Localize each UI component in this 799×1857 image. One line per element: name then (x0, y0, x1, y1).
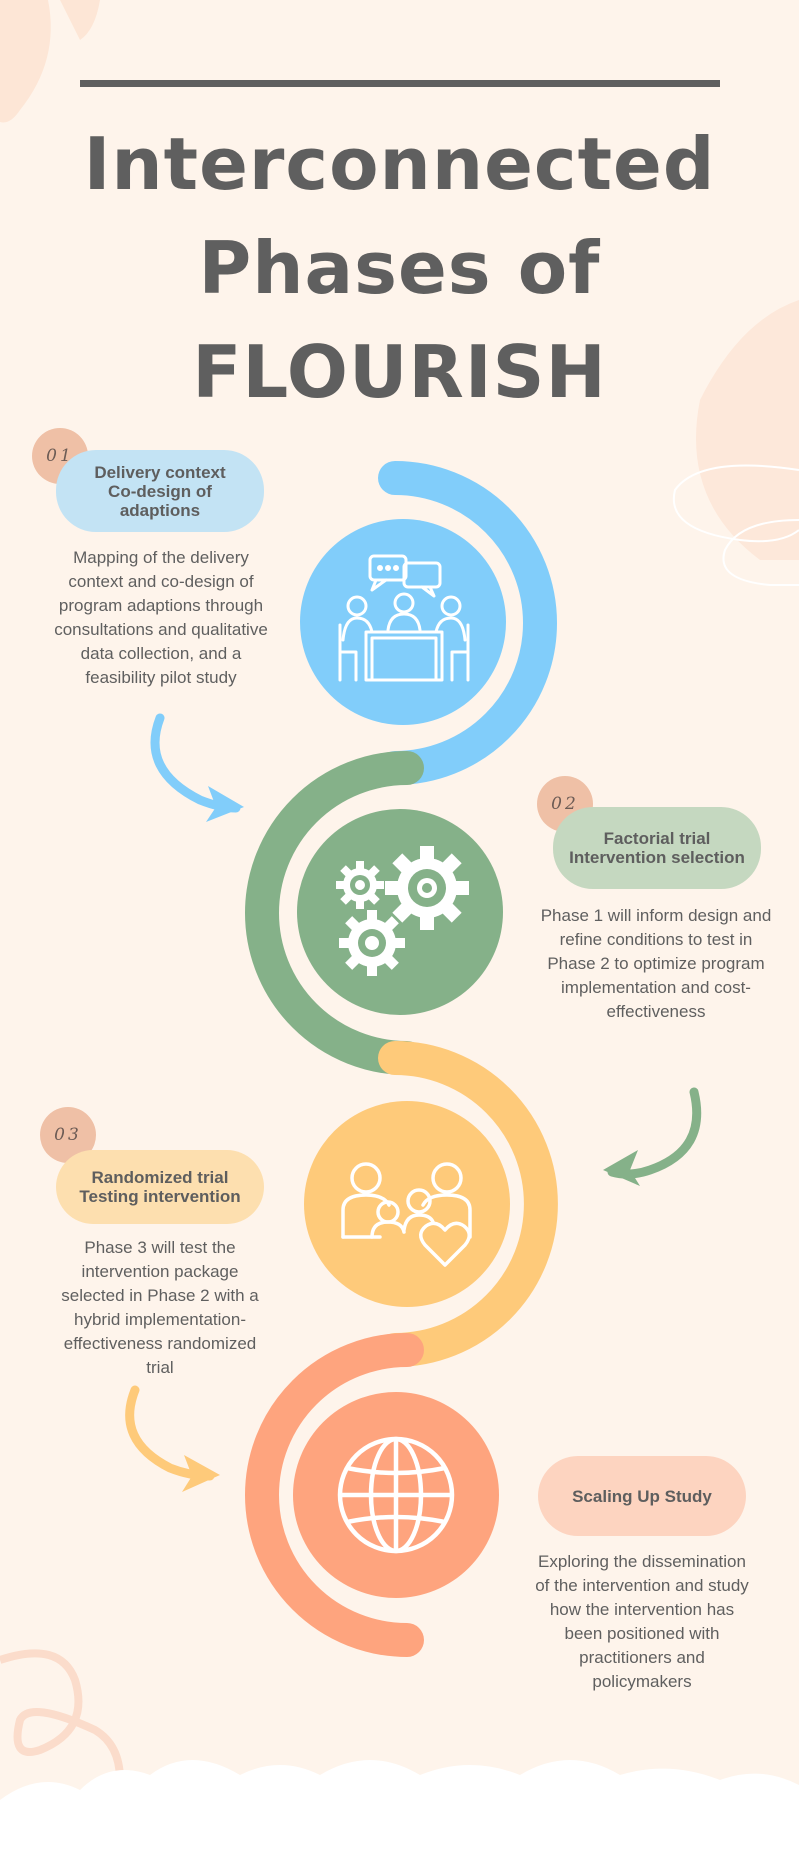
arrow-phase-1-to-2 (150, 713, 244, 822)
family-heart-icon (341, 1162, 472, 1267)
page-title: Interconnected Phases of FLOURISH (0, 112, 799, 424)
phase-1-heading-text: Delivery context Co-design of adaptions (94, 462, 226, 520)
phase-3-heading-text: Randomized trial Testing intervention (79, 1168, 241, 1206)
swirl-line-right-2 (722, 519, 799, 586)
arc-phase-1 (378, 461, 557, 785)
corner-blob-top (60, 0, 100, 40)
meeting-icon (338, 554, 470, 682)
cloud-footer (0, 1760, 799, 1857)
phase-4-description: Exploring the dissemination of the inter… (535, 1552, 749, 1691)
title-line-2: Phases of (198, 226, 601, 310)
phase-1-description: Mapping of the delivery context and co-d… (54, 548, 268, 687)
arrow-phase-2-to-3 (603, 1087, 702, 1186)
swirl-line-bottom-left (0, 1649, 124, 1781)
phase-4-heading-text: Scaling Up Study (572, 1486, 712, 1506)
arrow-phase-3-to-4 (125, 1385, 220, 1492)
phase-2-description: Phase 1 will inform design and refine co… (540, 906, 772, 1021)
title-divider (80, 80, 720, 87)
title-line-1: Interconnected (83, 122, 716, 206)
swirl-line-right (672, 464, 799, 543)
title-line-3: FLOURISH (192, 330, 607, 414)
arc-phase-4 (245, 1333, 424, 1657)
leaf-blob-right (696, 300, 799, 560)
arc-phase-2 (245, 751, 424, 1075)
phase-2-heading-text: Factorial trial Intervention selection (569, 829, 745, 867)
phase-3-number-badge: 03 (40, 1107, 96, 1163)
gears-icon (336, 846, 469, 976)
phase-4-heading: Scaling Up Study (538, 1456, 746, 1536)
phase-2-heading: Factorial trial Intervention selection (553, 807, 761, 889)
globe-icon (337, 1436, 455, 1554)
arc-phase-3 (378, 1041, 558, 1367)
corner-blob-top-left (0, 0, 51, 123)
phase-3-description: Phase 3 will test the intervention packa… (61, 1238, 259, 1377)
phase-3-heading: Randomized trial Testing intervention (56, 1150, 264, 1224)
circle-phase-1 (300, 519, 506, 725)
phase-1-heading: Delivery context Co-design of adaptions (56, 450, 264, 532)
